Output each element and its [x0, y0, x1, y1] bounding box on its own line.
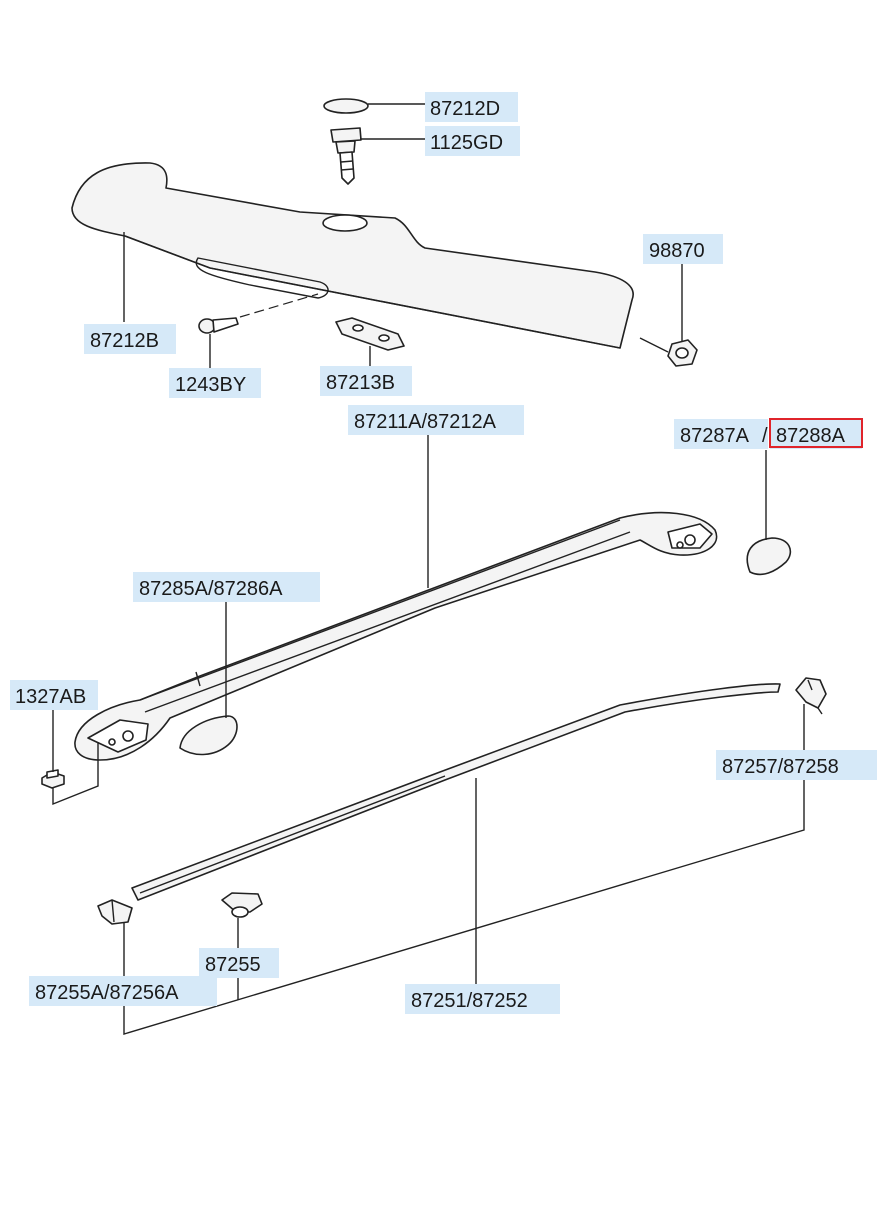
label-98870[interactable]: 98870 — [643, 234, 723, 264]
label-1327ab[interactable]: 1327AB — [10, 680, 98, 710]
svg-text:87212D: 87212D — [430, 98, 500, 120]
svg-text:/: / — [762, 425, 768, 447]
label-87287a[interactable]: 87287A / — [674, 419, 768, 449]
clip-87255a — [97, 899, 133, 925]
svg-text:98870: 98870 — [649, 240, 705, 262]
label-87212d[interactable]: 87212D — [425, 92, 518, 122]
svg-text:87211A/87212A: 87211A/87212A — [354, 411, 497, 433]
label-87285a-87286a[interactable]: 87285A/87286A — [133, 572, 320, 602]
label-87257-87258[interactable]: 87257/87258 — [716, 750, 877, 780]
label-87251-87252[interactable]: 87251/87252 — [405, 984, 560, 1014]
label-1243by[interactable]: 1243BY — [169, 368, 261, 398]
svg-text:1243BY: 1243BY — [175, 374, 246, 396]
nut-1327ab — [41, 769, 65, 789]
nut-98870 — [639, 337, 698, 367]
label-87255[interactable]: 87255 — [199, 948, 279, 978]
spoiler-87212b — [71, 162, 634, 349]
label-87212b[interactable]: 87212B — [84, 324, 176, 354]
clip-87255 — [221, 892, 263, 918]
svg-text:87285A/87286A: 87285A/87286A — [139, 578, 283, 600]
label-87211a-87212a[interactable]: 87211A/87212A — [348, 405, 524, 435]
screw-1243by — [198, 293, 319, 334]
label-87255a-87256a[interactable]: 87255A/87256A — [29, 976, 217, 1006]
svg-text:1327AB: 1327AB — [15, 686, 86, 708]
svg-text:1125GD: 1125GD — [430, 132, 503, 154]
highlight-box — [769, 418, 863, 448]
moulding-87251 — [131, 683, 781, 901]
svg-text:87212B: 87212B — [90, 330, 159, 352]
roof-rail-87211a — [74, 511, 718, 761]
clip-87257 — [795, 677, 827, 715]
svg-text:87255: 87255 — [205, 954, 261, 976]
label-87288a[interactable]: 87288A — [769, 418, 863, 449]
cover-87288a — [746, 537, 792, 576]
svg-text:87287A: 87287A — [680, 425, 750, 447]
label-1125gd[interactable]: 1125GD — [425, 126, 520, 156]
svg-text:87257/87258: 87257/87258 — [722, 756, 839, 778]
svg-text:87255A/87256A: 87255A/87256A — [35, 982, 179, 1004]
bracket-87213b — [335, 317, 405, 351]
svg-text:87213B: 87213B — [326, 372, 395, 394]
leader-lines — [52, 103, 805, 1035]
svg-text:87251/87252: 87251/87252 — [411, 990, 528, 1012]
label-87213b[interactable]: 87213B — [320, 366, 412, 396]
cap-87212d — [323, 98, 369, 114]
svg-text:87288A: 87288A — [776, 425, 846, 447]
bolt-1125gd — [330, 127, 362, 185]
cover-87285a — [179, 715, 238, 756]
